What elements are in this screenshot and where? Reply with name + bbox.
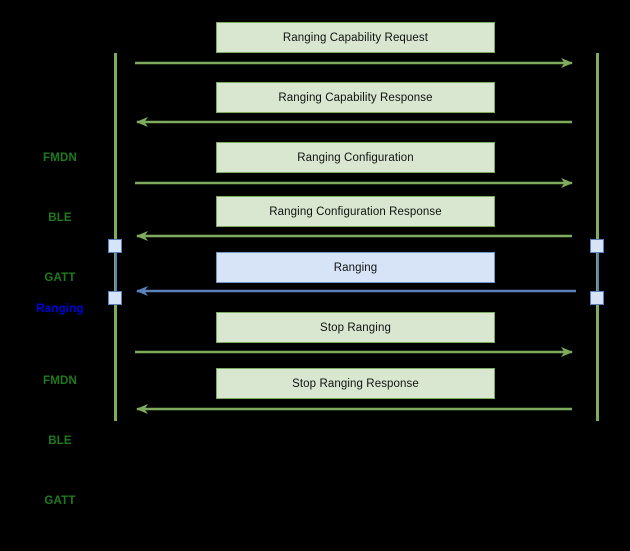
message-label: Ranging Configuration [297, 151, 414, 164]
message-box-ranging[interactable]: Ranging [216, 252, 495, 283]
message-label: Ranging Capability Request [282, 31, 429, 44]
message-box-stop-ranging-response[interactable]: Stop Ranging Response [216, 368, 495, 399]
left-ranging-activation-start [108, 239, 122, 253]
right-ranging-activation-end [590, 291, 604, 305]
right-activation-bar [596, 246, 599, 298]
message-label: Stop Ranging Response [292, 377, 419, 390]
message-box-ranging-capability-request[interactable]: Ranging Capability Request [216, 22, 495, 53]
message-label: Ranging [333, 261, 378, 274]
right-lifeline [596, 53, 599, 421]
layer-label-line3: GATT [44, 495, 76, 507]
sequence-diagram: Ranging Capability Request Ranging Capab… [36, 22, 604, 507]
message-box-ranging-capability-response[interactable]: Ranging Capability Response [216, 82, 495, 113]
message-label: Ranging Configuration Response [269, 205, 442, 218]
message-box-ranging-configuration-response[interactable]: Ranging Configuration Response [216, 196, 495, 227]
message-box-ranging-configuration[interactable]: Ranging Configuration [216, 142, 495, 173]
left-activation-bar [114, 246, 117, 298]
message-label: Stop Ranging [320, 321, 391, 334]
layer-label-line2: BLE [48, 435, 72, 447]
message-box-stop-ranging[interactable]: Stop Ranging [216, 312, 495, 343]
message-label: Ranging Capability Response [278, 91, 433, 104]
left-lifeline [114, 53, 117, 421]
left-ranging-activation-end [108, 291, 122, 305]
right-ranging-activation-start [590, 239, 604, 253]
message-arrows [135, 58, 576, 414]
